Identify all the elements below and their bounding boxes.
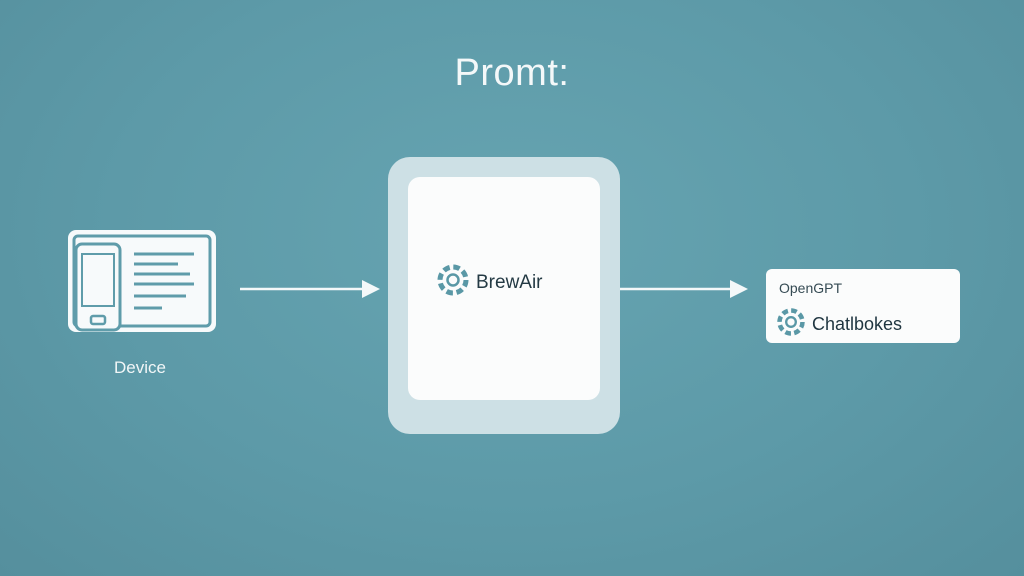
device-node [66,228,218,334]
right-top-label: OpenGPT [779,280,843,296]
right-node: OpenGPT Chatlbokes [766,269,960,343]
right-brand: Chatlbokes [776,307,902,342]
device-label: Device [114,358,166,377]
gear-logo-icon [776,307,806,342]
arrow-center-to-right [620,279,750,299]
tablet-phone-icon [68,230,216,332]
right-brand-name: Chatlbokes [812,314,903,334]
diagram-title: Promt: [454,52,570,94]
center-brand-name: BrewAir [476,271,543,293]
center-node: BrewAir [388,157,620,434]
arrow-device-to-center [240,279,382,299]
gear-logo-icon [436,263,470,302]
center-brand: BrewAir [436,263,543,302]
center-card: BrewAir [408,177,600,400]
